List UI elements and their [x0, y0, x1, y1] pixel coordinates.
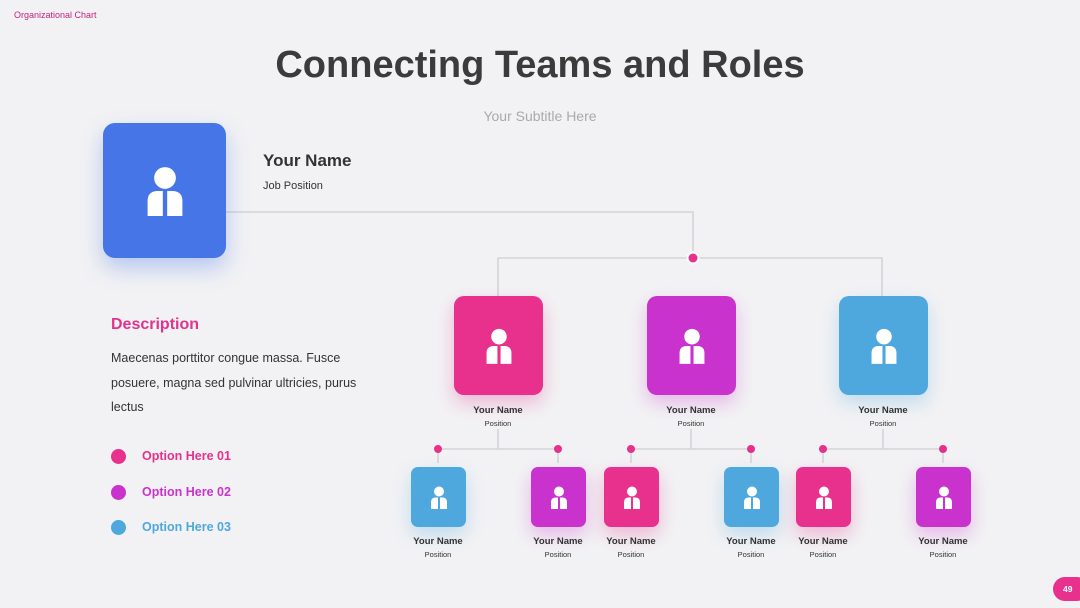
person-icon [815, 486, 832, 509]
manager-name: Your Name [473, 405, 523, 416]
branch-dot [747, 445, 755, 453]
staff-name: Your Name [726, 536, 776, 547]
person-icon [623, 486, 640, 509]
description-title: Description [111, 316, 200, 333]
manager-name: Your Name [666, 405, 716, 416]
staff-card-6[interactable] [916, 467, 971, 527]
person-icon [430, 486, 447, 509]
branch-dot [819, 445, 827, 453]
option-label: Option Here 03 [142, 520, 231, 534]
manager-position: Position [869, 419, 897, 428]
staff-name: Your Name [413, 536, 463, 547]
option-dot [111, 519, 126, 535]
person-icon [147, 166, 182, 216]
page-subtitle: Your Subtitle Here [483, 108, 597, 124]
lead-position: Job Position [263, 180, 323, 192]
option-item-03: Option Here 03 [111, 518, 231, 536]
page-number-badge: 49 [1053, 577, 1080, 601]
manager-position: Position [677, 419, 705, 428]
branch-dot [434, 445, 442, 453]
staff-card-2[interactable] [531, 467, 586, 527]
staff-position: Position [424, 550, 452, 559]
person-icon [871, 328, 896, 364]
branch-dot [939, 445, 947, 453]
staff-position: Position [929, 550, 957, 559]
branch-dot [627, 445, 635, 453]
staff-card-1[interactable] [411, 467, 466, 527]
staff-position: Position [737, 550, 765, 559]
option-dot [111, 484, 126, 500]
corner-label: Organizational Chart [14, 10, 97, 20]
person-icon [679, 328, 704, 364]
staff-name: Your Name [798, 536, 848, 547]
staff-card-5[interactable] [796, 467, 851, 527]
staff-name: Your Name [606, 536, 656, 547]
staff-position: Position [617, 550, 645, 559]
staff-name: Your Name [918, 536, 968, 547]
option-label: Option Here 02 [142, 485, 231, 499]
staff-position: Position [809, 550, 837, 559]
option-item-02: Option Here 02 [111, 483, 231, 501]
person-icon [486, 328, 511, 364]
option-item-01: Option Here 01 [111, 447, 231, 465]
manager-name: Your Name [858, 405, 908, 416]
staff-name: Your Name [533, 536, 583, 547]
manager-card-2[interactable] [647, 296, 736, 395]
manager-position: Position [484, 419, 512, 428]
hub-dot [688, 253, 698, 263]
manager-card-3[interactable] [839, 296, 928, 395]
lead-card[interactable] [103, 123, 226, 258]
staff-card-4[interactable] [724, 467, 779, 527]
person-icon [935, 486, 952, 509]
lead-name: Your Name [263, 151, 352, 170]
option-label: Option Here 01 [142, 449, 231, 463]
staff-card-3[interactable] [604, 467, 659, 527]
staff-position: Position [544, 550, 572, 559]
description-body: Maecenas porttitor congue massa. Fusce p… [111, 351, 357, 414]
manager-card-1[interactable] [454, 296, 543, 395]
branch-dot [554, 445, 562, 453]
page-title: Connecting Teams and Roles [275, 44, 805, 86]
person-icon [550, 486, 567, 509]
option-dot [111, 448, 126, 464]
person-icon [743, 486, 760, 509]
